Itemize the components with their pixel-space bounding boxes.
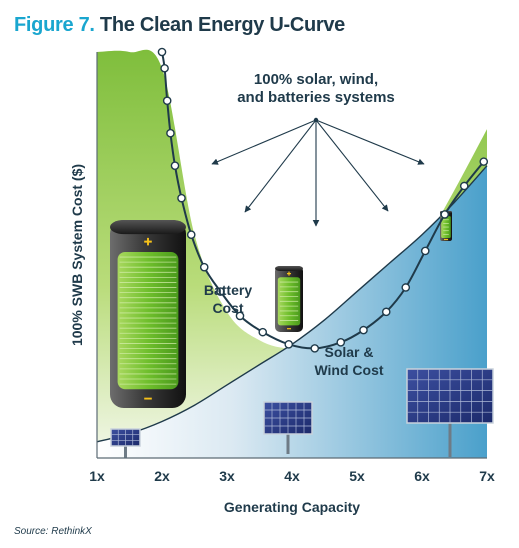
battery-large-icon	[110, 220, 186, 408]
panel-pole	[448, 423, 452, 457]
figure-title-text: The Clean Energy U-Curve	[99, 14, 346, 36]
x-tick-label: 5x	[349, 468, 365, 484]
u-curve-marker	[479, 157, 489, 166]
annotation-arrow	[211, 119, 317, 165]
u-curve-marker	[157, 47, 167, 57]
x-tick-label: 4x	[284, 468, 300, 484]
x-tick-label: 6x	[414, 468, 430, 484]
x-axis-label: Generating Capacity	[224, 499, 360, 515]
figure-number: Figure 7.	[14, 14, 95, 36]
y-axis-label: 100% SWB System Cost ($)	[69, 164, 85, 346]
u-curve-marker	[235, 311, 245, 321]
solar-panel-small-icon	[110, 428, 141, 458]
solar-panel-medium-icon	[263, 401, 313, 454]
solar-wind-cost-area	[97, 165, 487, 458]
solar-wind-cost-label: Wind Cost	[314, 362, 383, 378]
u-curve-marker	[284, 340, 294, 349]
u-curve-marker	[336, 337, 346, 347]
u-curve-marker	[160, 63, 169, 73]
battery-charge	[117, 251, 179, 390]
battery-cost-label: Cost	[212, 300, 243, 316]
u-curve-marker	[166, 128, 175, 138]
panel-pole	[124, 446, 127, 458]
battery-cost-area	[97, 49, 487, 442]
x-tick-label: 1x	[89, 468, 105, 484]
x-tick-label: 7x	[479, 468, 495, 484]
figure-title: Figure 7. The Clean Energy U-Curve	[14, 14, 345, 37]
u-curve-marker	[186, 230, 196, 239]
solar-wind-cost-label: Solar &	[324, 344, 373, 360]
u-curve-marker	[177, 193, 186, 203]
u-curve-marker	[216, 287, 225, 296]
u-curve-marker	[310, 344, 320, 353]
u-curve-marker	[199, 262, 209, 272]
plus-terminal-icon	[287, 271, 291, 276]
u-curve-marker	[401, 283, 411, 292]
u-curve-marker	[381, 307, 391, 317]
battery-cap	[110, 220, 186, 235]
panel-pole	[286, 434, 290, 454]
u-curve-marker	[162, 96, 172, 106]
u-curve-marker	[359, 325, 368, 335]
annotation-arrow	[315, 119, 425, 165]
u-curve-marker	[170, 161, 180, 170]
u-curve-marker	[258, 327, 268, 337]
plus-terminal-icon	[144, 237, 152, 246]
x-tick-label: 2x	[154, 468, 170, 484]
u-curve-marker	[420, 246, 430, 256]
battery-cap	[275, 266, 303, 271]
u-curve-marker	[459, 181, 469, 191]
solar-panel-large-icon	[406, 368, 494, 457]
annotation-line: 100% solar, wind,	[254, 71, 378, 88]
x-tick-label: 3x	[219, 468, 235, 484]
u-curve-marker	[440, 210, 450, 219]
annotation-arrow	[315, 119, 389, 212]
battery-medium-icon	[275, 266, 303, 332]
battery-small-icon	[440, 211, 452, 241]
source-note: Source: RethinkX	[14, 526, 92, 537]
annotation-line: and batteries systems	[237, 89, 395, 106]
battery-cost-label: Battery	[204, 282, 252, 298]
annotation-arrow	[244, 119, 317, 213]
